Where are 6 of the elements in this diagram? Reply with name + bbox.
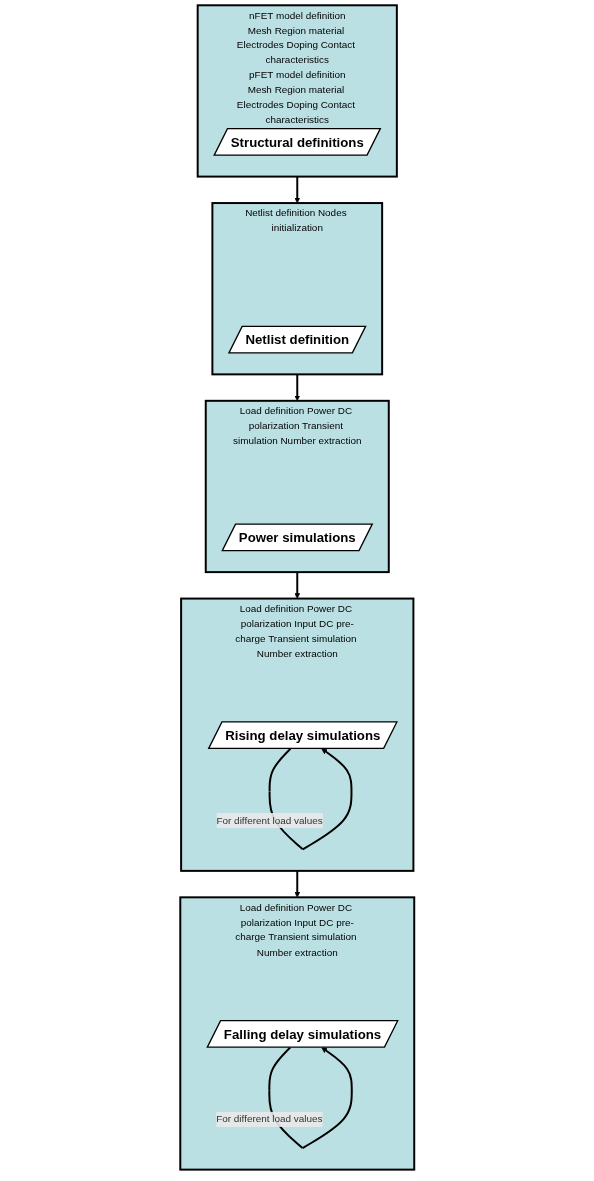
- arrow: [294, 373, 300, 402]
- edge-label: For different load values: [216, 814, 323, 826]
- arrow: [294, 869, 300, 898]
- arrow: [294, 175, 300, 204]
- edge-label: For different load values: [215, 1113, 323, 1125]
- arrow: [294, 571, 300, 599]
